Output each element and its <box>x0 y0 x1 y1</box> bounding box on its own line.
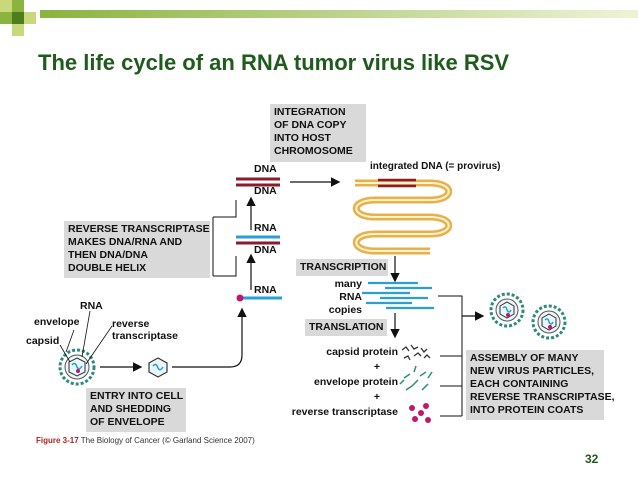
figure-source: The Biology of Cancer (© Garland Science… <box>78 436 255 445</box>
new-virus-particle-icon <box>531 304 567 340</box>
transcription-box: TRANSCRIPTION <box>296 259 388 276</box>
dna-label: DNA <box>254 244 277 256</box>
rt-box-line: REVERSE TRANSCRIPTASE <box>68 223 210 235</box>
assembly-box-line: ASSEMBLY OF MANY <box>470 352 579 364</box>
integration-line: CHROMOSOME <box>274 145 353 157</box>
plus-sign: + <box>373 391 380 403</box>
page-number: 32 <box>585 452 599 466</box>
many-rna-label: copies <box>328 304 362 316</box>
page-title: The life cycle of an RNA tumor virus lik… <box>38 50 510 75</box>
rna-label: RNA <box>254 284 277 296</box>
many-rna-copies <box>362 281 434 310</box>
dna-label: DNA <box>254 163 277 175</box>
translation-label: TRANSLATION <box>309 321 384 333</box>
dna-duplex-top <box>236 177 280 187</box>
rt-box-line: DOUBLE HELIX <box>68 262 147 274</box>
virus-particle-icon <box>58 348 96 386</box>
rna-label: RNA <box>254 222 277 234</box>
viral-rna-strand <box>236 294 282 302</box>
envelope-protein-label: envelope protein <box>313 376 398 388</box>
new-virus-particle-icon <box>489 292 525 328</box>
reverse-transcriptase-icon <box>409 403 431 423</box>
assembly-box-line: NEW VIRUS PARTICLES, <box>470 365 595 377</box>
reverse-transcriptase-label: transcriptase <box>112 330 178 342</box>
many-rna-label: many <box>334 278 362 290</box>
rt-box-line: THEN DNA/DNA <box>68 249 148 261</box>
assembly-box-line: REVERSE TRANSCRIPTASE, <box>470 391 615 403</box>
rt-box-line: MAKES DNA/RNA AND <box>68 236 183 248</box>
entry-box: ENTRY INTO CELL AND SHEDDING OF ENVELOPE <box>86 388 186 432</box>
figure-caption: Figure 3-17 The Biology of Cancer (© Gar… <box>36 436 255 445</box>
assembly-box: ASSEMBLY OF MANY NEW VIRUS PARTICLES, EA… <box>466 350 615 420</box>
entry-box-line: AND SHEDDING <box>90 403 172 415</box>
rna-dna-hybrid <box>236 235 280 245</box>
envelope-label: envelope <box>34 316 80 328</box>
entry-box-line: ENTRY INTO CELL <box>90 390 184 402</box>
transcription-label: TRANSCRIPTION <box>300 261 387 273</box>
many-rna-label: RNA <box>339 291 362 303</box>
integration-box: INTEGRATION OF DNA COPY INTO HOST CHROMO… <box>270 104 366 162</box>
integrated-dna-label: integrated DNA (= provirus) <box>370 161 501 172</box>
capsid-label: capsid <box>26 335 60 347</box>
translation-box: TRANSLATION <box>305 319 387 336</box>
reverse-transcriptase-label: reverse <box>112 318 150 330</box>
dna-label: DNA <box>254 185 277 197</box>
reverse-transcriptase-box: REVERSE TRANSCRIPTASE MAKES DNA/RNA AND … <box>64 221 210 278</box>
slide-header-decoration <box>0 0 638 36</box>
plus-sign: + <box>373 361 380 373</box>
integration-line: INTEGRATION <box>274 106 346 118</box>
integration-line: OF DNA COPY <box>274 119 347 131</box>
entry-box-line: OF ENVELOPE <box>90 416 165 428</box>
envelope-protein-icon <box>399 365 433 391</box>
host-chromosome <box>352 178 453 255</box>
integration-line: INTO HOST <box>274 132 331 144</box>
shed-capsid-icon <box>148 357 168 378</box>
figure-number: Figure 3-17 <box>36 436 79 445</box>
capsid-protein-icon <box>401 344 431 361</box>
assembly-box-line: EACH CONTAINING <box>470 378 569 390</box>
virus-rna-label: RNA <box>80 300 103 312</box>
arrow-uncoating <box>172 307 247 368</box>
assembly-box-line: INTO PROTEIN COATS <box>470 404 584 416</box>
capsid-protein-label: capsid protein <box>326 346 398 358</box>
reverse-transcriptase-protein-label: reverse transcriptase <box>291 406 398 418</box>
